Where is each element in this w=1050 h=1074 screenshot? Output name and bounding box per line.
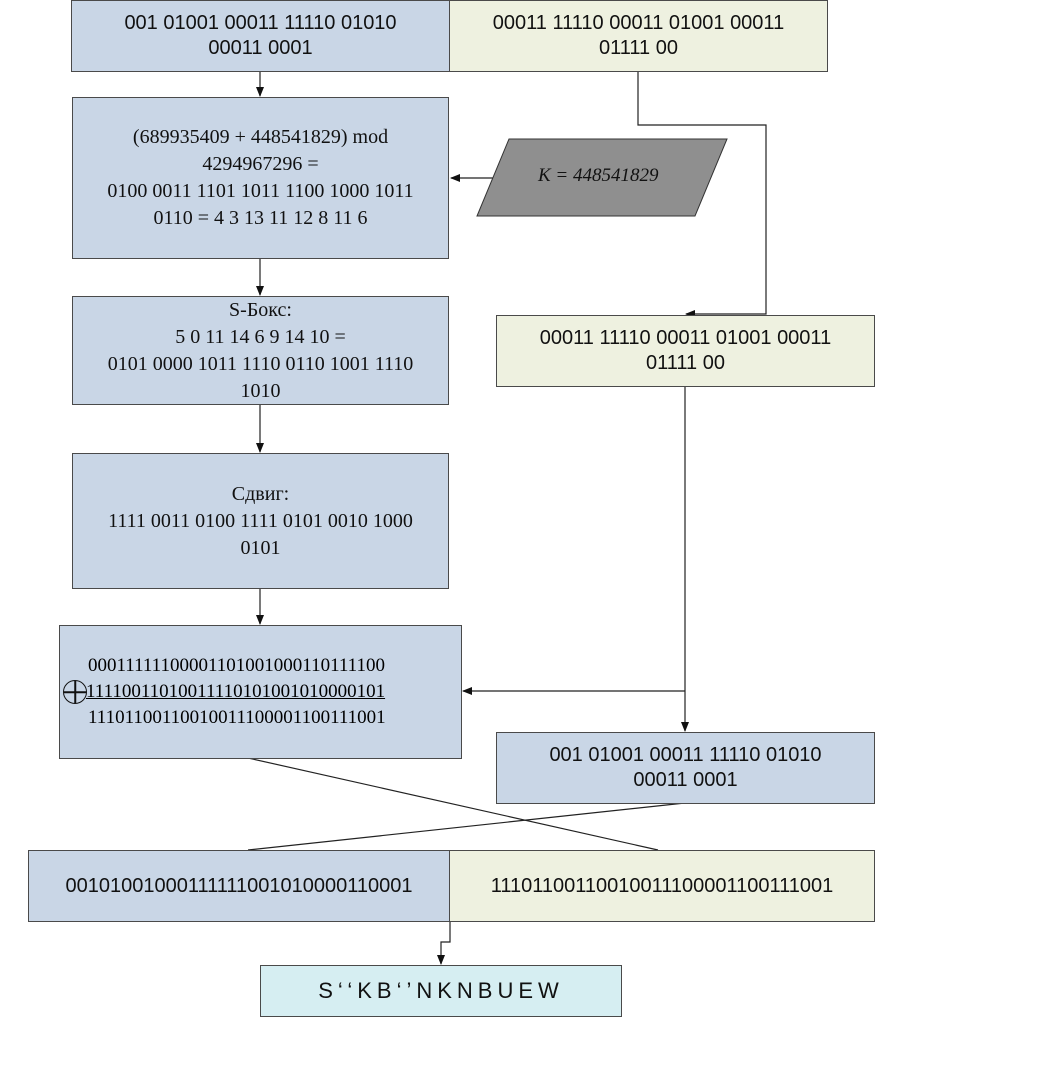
output-right-value: 11101100110010011100001100111001 xyxy=(490,874,834,897)
xor-box xyxy=(59,625,462,759)
right-copy-line: 01111 00 xyxy=(646,352,725,374)
xor-operand-a: 00011111100001101001000110111100 xyxy=(88,655,385,676)
sbox-line: 0101 0000 1011 1110 0110 1001 1110 xyxy=(107,352,414,375)
shift-box: Сдвиг: 1111 0011 0100 1111 0101 0010 100… xyxy=(72,453,449,589)
mod-add-line: 0110 = 4 3 13 11 12 8 11 6 xyxy=(153,207,368,229)
sbox-line: 5 0 11 14 6 9 14 10 = xyxy=(175,325,346,348)
mod-add-line: (689935409 + 448541829) mod xyxy=(132,126,389,148)
input-right-line: 00011 11110 00011 01001 00011 xyxy=(492,12,785,34)
input-left-line: 00011 0001 xyxy=(208,37,313,59)
xor-operands: 00011111100001101001000110111100 1111001… xyxy=(86,653,458,731)
sbox-line: 1010 xyxy=(240,379,281,402)
key-label: K = 448541829 xyxy=(538,165,659,186)
right-copy-line: 00011 11110 00011 01001 00011 xyxy=(539,327,832,349)
right-half-copy: 00011 11110 00011 01001 00011 01111 00 xyxy=(496,315,875,387)
key-parallelogram xyxy=(476,138,728,217)
output-left-half: 00101001000111111001010000110001 xyxy=(28,850,450,922)
wire-cross-left-copy-to-output-left xyxy=(247,802,686,851)
sbox-line: S-Бокс: xyxy=(229,298,292,321)
input-left-half: 001 01001 00011 11110 01010 00011 0001 xyxy=(71,0,450,72)
input-right-line: 01111 00 xyxy=(599,37,678,59)
left-copy-line: 001 01001 00011 11110 01010 xyxy=(549,744,822,766)
output-left-value: 00101001000111111001010000110001 xyxy=(65,874,413,897)
mod-add-line: 0100 0011 1101 1011 1100 1000 1011 xyxy=(107,180,414,202)
input-left-line: 001 01001 00011 11110 01010 xyxy=(124,12,397,34)
left-half-copy: 001 01001 00011 11110 01010 00011 0001 xyxy=(496,732,875,804)
sbox-box: S-Бокс: 5 0 11 14 6 9 14 10 = 0101 0000 … xyxy=(72,296,449,405)
input-right-half: 00011 11110 00011 01001 00011 01111 00 xyxy=(449,0,828,72)
xor-operand-b: 11110011010011110101001010000101 xyxy=(86,681,386,702)
mod-add-box: (689935409 + 448541829) mod 4294967296 =… xyxy=(72,97,449,259)
shift-line: 0101 xyxy=(240,536,281,559)
result-text: S‘‘KB‘’NKNBUEW xyxy=(318,978,564,1003)
wire-cross-xor-to-output-right xyxy=(247,757,659,851)
xor-circle-plus-icon xyxy=(63,680,87,704)
output-right-half: 11101100110010011100001100111001 xyxy=(449,850,875,922)
shift-line: 1111 0011 0100 1111 0101 0010 1000 xyxy=(108,509,413,532)
xor-result: 11101100110010011100001100111001 xyxy=(88,707,386,728)
arrow-output-to-result xyxy=(437,921,451,965)
result-box: S‘‘KB‘’NKNBUEW xyxy=(260,965,622,1017)
left-copy-line: 00011 0001 xyxy=(633,769,738,791)
shift-line: Сдвиг: xyxy=(231,482,290,505)
mod-add-line: 4294967296 = xyxy=(202,153,319,175)
wire-right-input-route xyxy=(637,72,767,318)
